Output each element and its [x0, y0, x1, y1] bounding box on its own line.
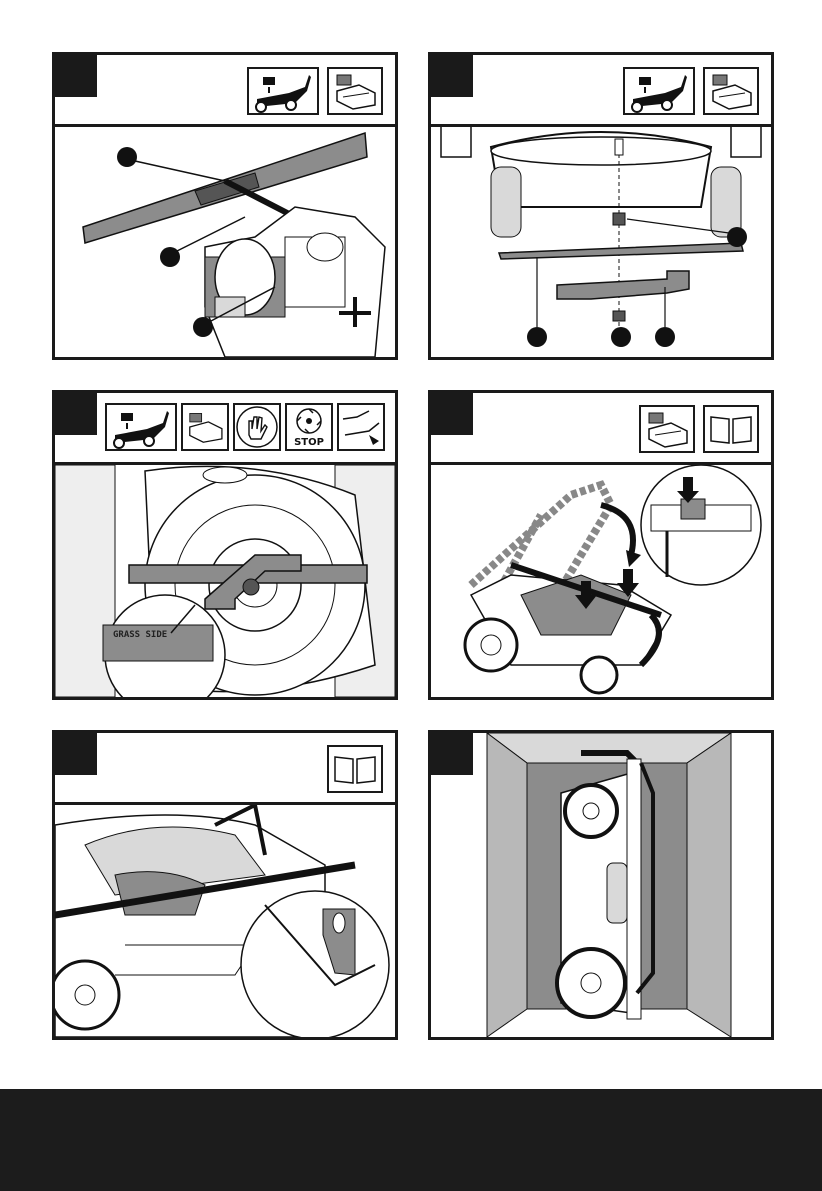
manual-book-icon — [703, 405, 759, 453]
panel-header — [55, 55, 395, 127]
step-panel-handle-lock — [52, 730, 398, 1040]
grass-side-label: GRASS SIDE — [113, 630, 167, 640]
mower-unplug-icon — [247, 67, 319, 115]
step-number-badge — [55, 393, 97, 435]
handle-fold-illustration — [431, 465, 771, 697]
panel-header — [55, 733, 395, 805]
step-panel-blade-vise — [52, 52, 398, 360]
step-number-badge — [431, 393, 473, 435]
battery-remove-icon — [181, 403, 229, 451]
step-number-badge — [55, 55, 97, 97]
step-panel-blade-exploded — [428, 52, 774, 360]
page-footer-bar — [0, 1089, 822, 1191]
stop-label: STOP — [294, 437, 324, 448]
step-number-badge — [55, 733, 97, 775]
battery-remove-icon — [703, 67, 759, 115]
mower-unplug-icon — [623, 67, 695, 115]
panel-header: STOP — [55, 393, 395, 465]
step-panel-blade-install: STOP GRASS SIDE — [52, 390, 398, 700]
gloves-icon — [233, 403, 281, 451]
step-number-badge — [431, 55, 473, 97]
mower-unplug-icon — [105, 403, 177, 451]
blade-sharpening-illustration — [55, 127, 395, 357]
manual-book-icon — [327, 745, 383, 793]
blade-install-illustration: GRASS SIDE — [55, 465, 395, 697]
blade-exploded-illustration — [431, 127, 771, 357]
panel-header — [431, 393, 771, 465]
vertical-storage-illustration — [431, 733, 771, 1037]
battery-remove-icon — [639, 405, 695, 453]
blade-stop-icon: STOP — [285, 403, 333, 451]
cut-hazard-icon — [337, 403, 385, 451]
panel-header — [431, 55, 771, 127]
step-panel-vertical-storage — [428, 730, 774, 1040]
step-panel-handle-fold — [428, 390, 774, 700]
handle-lock-illustration — [55, 805, 395, 1037]
battery-remove-icon — [327, 67, 383, 115]
